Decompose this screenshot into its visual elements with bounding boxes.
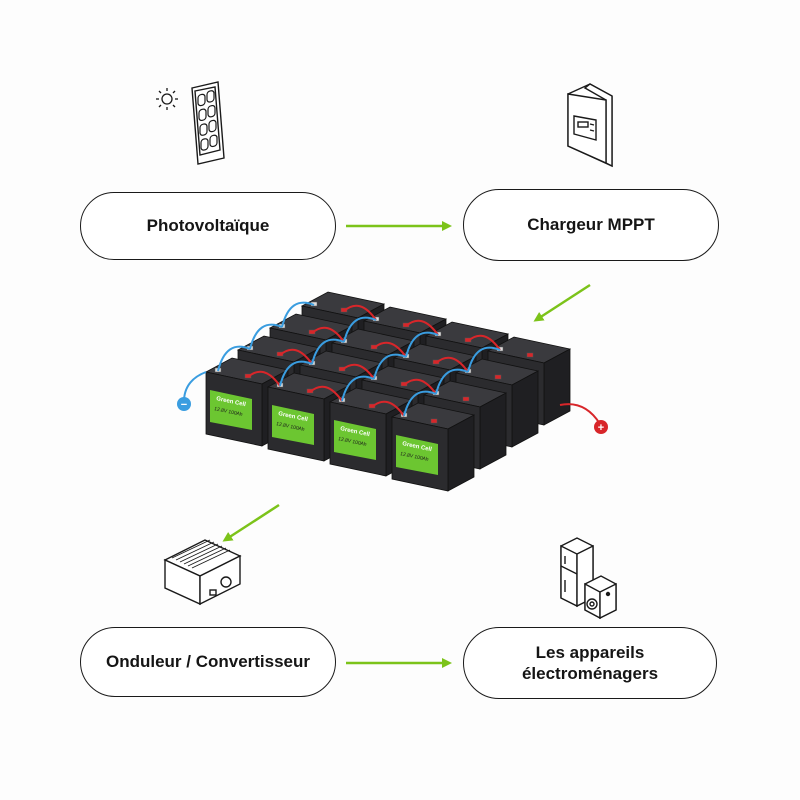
negative-terminal-icon: − [177,397,191,411]
appliances-icon [560,537,617,620]
battery-voltage-label: 12.8V 100Ah [276,421,306,433]
negative-symbol: − [181,399,187,411]
positive-symbol: + [598,422,604,434]
node-mppt-charger: Chargeur MPPT [463,189,719,261]
charge-controller-icon [567,83,613,168]
sun-icon [156,88,178,110]
node-inverter: Onduleur / Convertisseur [80,627,336,697]
positive-lead [559,403,601,425]
solar-panel-icon [191,81,225,165]
negative-lead [183,371,207,401]
node-photovoltaic: Photovoltaïque [80,192,336,260]
battery-voltage-label: 12.8V 100Ah [400,451,430,463]
node-inverter-label: Onduleur / Convertisseur [105,652,311,672]
node-appliances: Les appareils électroménagers [463,627,717,699]
arrow-battery-to-inverter [222,503,280,542]
node-appliances-label-line1: Les appareils [535,642,645,662]
battery-voltage-label: 12.8V 100Ah [214,406,244,418]
battery-wiring [217,301,501,417]
positive-terminal-icon: + [594,420,608,434]
inverter-icon [163,539,242,606]
node-mppt-charger-label: Chargeur MPPT [527,215,655,235]
node-appliances-label-line2: électroménagers [521,664,659,683]
node-photovoltaic-label: Photovoltaïque [146,216,270,236]
battery-voltage-label: 12.8V 100Ah [338,436,368,448]
arrow-mppt-to-battery [533,283,591,322]
